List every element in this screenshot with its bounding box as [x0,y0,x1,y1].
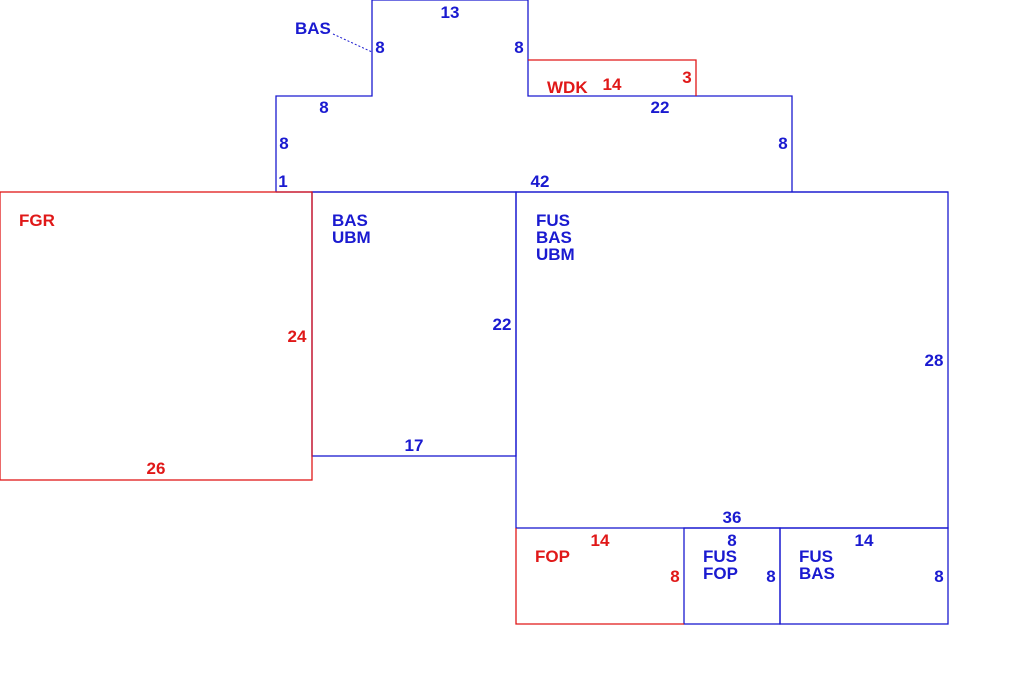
dimension-labels: 13 8 8 14 3 8 22 8 8 1 42 24 26 22 17 28… [147,3,944,586]
bas-ubm-label-line2: UBM [332,228,371,247]
dimension-step-left-8: 8 [319,98,328,117]
bas-top-label: BAS [295,19,331,38]
wdk-deck-outline [528,59,697,96]
fop-porch-outline [515,528,684,625]
dimension-bas-ubm-22: 22 [493,315,512,334]
fop-label: FOP [535,547,570,566]
fgr-garage-section [0,191,313,481]
dimension-fus-fop-top-8: 8 [727,531,736,550]
dimension-main-36: 36 [723,508,742,527]
dimension-wdk-14: 14 [603,75,622,94]
dimension-fus-bas-8: 8 [934,567,943,586]
fus-fop-label-line1: FUS [703,547,737,566]
dimension-fgr-24: 24 [288,327,307,346]
fus-bas-ubm-label-line1: FUS [536,211,570,230]
dimension-left-1: 1 [278,172,287,191]
living-area-outlines [275,0,949,625]
fgr-label: FGR [19,211,55,230]
dimension-fop-14: 14 [591,531,610,550]
dimension-main-28: 28 [925,351,944,370]
bas-ubm-label-line1: BAS [332,211,368,230]
fus-bas-label-line2: BAS [799,564,835,583]
fus-fop-label-line2: FOP [703,564,738,583]
fus-bas-ubm-label-line3: UBM [536,245,575,264]
dimension-fus-bas-14: 14 [855,531,874,550]
dimension-upper-right-8: 8 [778,134,787,153]
non-living-area-outlines [0,59,697,625]
fus-bas-ubm-section [515,191,949,529]
dimension-upper-left-8: 8 [279,134,288,153]
dimension-step-right-22: 22 [651,98,670,117]
fus-bas-ubm-label-line2: BAS [536,228,572,247]
dimension-fgr-26: 26 [147,459,166,478]
dimension-top-left-8: 8 [375,38,384,57]
dimension-mid-42: 42 [531,172,550,191]
wdk-label: WDK [547,78,588,97]
fus-bas-section [779,527,949,625]
dimension-bas-ubm-17: 17 [405,436,424,455]
dimension-fop-8: 8 [670,567,679,586]
dimension-fus-fop-right-8: 8 [766,567,775,586]
dimension-top-right-8: 8 [514,38,523,57]
dimension-top-13: 13 [441,3,460,22]
bas-leader-line [332,33,373,53]
upper-house-outline [275,0,793,192]
dimension-wdk-3: 3 [682,68,691,87]
area-labels: BAS WDK FGR BAS UBM FUS BAS UBM FOP FUS … [19,19,835,583]
fus-bas-label-line1: FUS [799,547,833,566]
